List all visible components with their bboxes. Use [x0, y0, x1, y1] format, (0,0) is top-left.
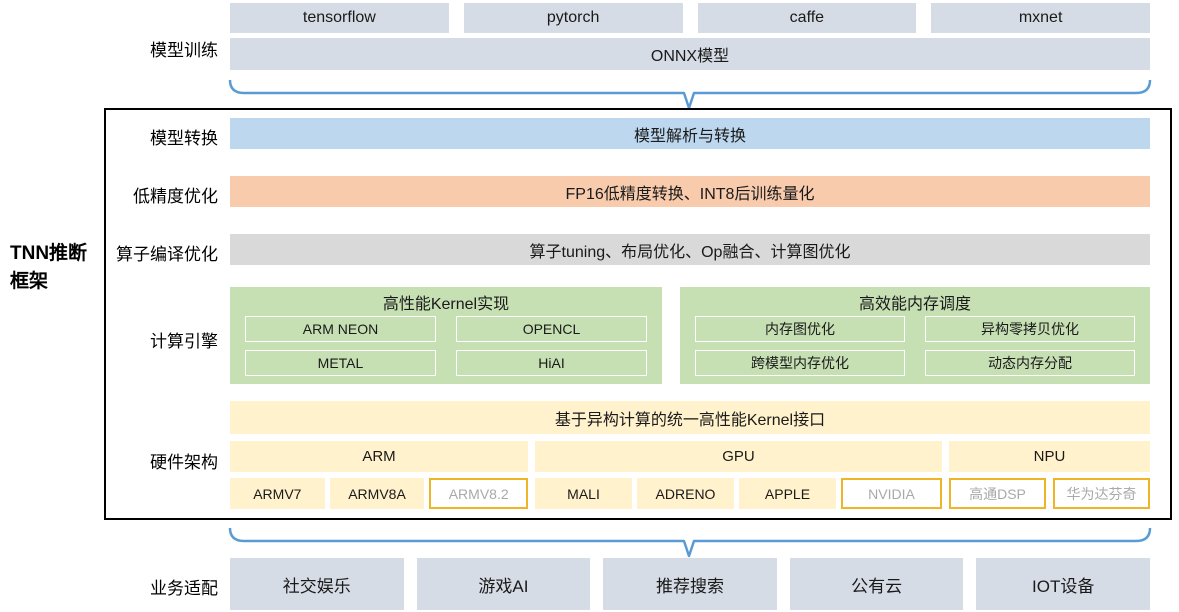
chip-adreno: ADRENO: [637, 478, 734, 509]
memory-sched-title: 高效能内存调度: [858, 296, 971, 313]
tnn-title-line2: 框架: [10, 270, 49, 292]
biz-box-game-ai: 游戏AI: [416, 558, 591, 610]
kernel-impl-title: 高性能Kernel实现: [382, 296, 510, 313]
hw-category-arm: ARM: [230, 441, 528, 472]
framework-box-caffe: caffe: [697, 3, 917, 33]
memory-item-graph-opt: 内存图优化: [695, 316, 905, 342]
model-training-label: 模型训练: [150, 41, 218, 60]
framework-box-mxnet: mxnet: [931, 3, 1150, 33]
biz-box-iot: IOT设备: [976, 558, 1150, 610]
biz-box-recommend-search: 推荐搜索: [603, 558, 777, 610]
biz-box-social: 社交娱乐: [230, 558, 404, 610]
framework-box-pytorch: pytorch: [463, 3, 683, 33]
biz-box-public-cloud: 公有云: [789, 558, 964, 610]
chip-qualcomm-dsp: 高通DSP: [949, 478, 1046, 509]
chip-nvidia: NVIDIA: [841, 478, 942, 509]
kernel-item-opencl: OPENCL: [456, 316, 647, 342]
top-brace-connector: [228, 79, 1152, 110]
framework-box-tensorflow: tensorflow: [230, 3, 449, 33]
hardware-category-row: ARM GPU NPU: [230, 441, 1150, 472]
kernel-item-metal: METAL: [245, 350, 436, 376]
chip-armv8-2: ARMV8.2: [429, 478, 529, 509]
memory-sched-group: 高效能内存调度 内存图优化 异构零拷贝优化 跨模型内存优化 动态内存分配: [680, 287, 1150, 384]
memory-item-zero-copy: 异构零拷贝优化: [925, 316, 1135, 342]
kernel-item-arm-neon: ARM NEON: [245, 316, 436, 342]
kernel-impl-group: 高性能Kernel实现 ARM NEON OPENCL METAL HiAI: [230, 287, 662, 384]
memory-item-dynamic-alloc: 动态内存分配: [925, 350, 1135, 376]
fp16-int8-bar: FP16低精度转换、INT8后训练量化: [230, 176, 1150, 207]
hw-category-gpu: GPU: [535, 441, 942, 472]
onnx-model-bar: ONNX模型: [230, 38, 1150, 70]
chip-group-gpu: MALI ADRENO APPLE NVIDIA: [535, 478, 942, 509]
tnn-framework-title: TNN推断 框架: [10, 240, 104, 295]
chip-mali: MALI: [535, 478, 632, 509]
business-adapt-label: 业务适配: [150, 579, 218, 598]
business-row: 社交娱乐 游戏AI 推荐搜索 公有云 IOT设备: [230, 558, 1150, 610]
low-precision-label: 低精度优化: [133, 187, 218, 206]
memory-item-cross-model: 跨模型内存优化: [695, 350, 905, 376]
chip-group-arm: ARMV7 ARMV8A ARMV8.2: [230, 478, 529, 509]
chip-group-npu: 高通DSP 华为达芬奇: [949, 478, 1150, 509]
kernel-impl-grid: ARM NEON OPENCL METAL HiAI: [230, 314, 662, 376]
framework-row: tensorflow pytorch caffe mxnet: [230, 3, 1150, 33]
model-conversion-label: 模型转换: [150, 129, 218, 148]
hardware-arch-label: 硬件架构: [150, 453, 218, 472]
chip-huawei-davinci: 华为达芬奇: [1053, 478, 1150, 509]
chip-row: ARMV7 ARMV8A ARMV8.2 MALI ADRENO APPLE N…: [230, 478, 1150, 509]
chip-armv8a: ARMV8A: [329, 478, 425, 509]
hw-category-npu: NPU: [949, 441, 1150, 472]
op-tuning-bar: 算子tuning、布局优化、Op融合、计算图优化: [230, 234, 1150, 265]
bottom-brace-connector: [228, 527, 1152, 558]
compute-engine-label: 计算引擎: [150, 332, 218, 351]
model-parse-convert-bar: 模型解析与转换: [230, 118, 1150, 149]
chip-apple: APPLE: [739, 478, 836, 509]
kernel-item-hiai: HiAI: [456, 350, 647, 376]
unified-kernel-api-bar: 基于异构计算的统一高性能Kernel接口: [230, 401, 1150, 434]
memory-sched-grid: 内存图优化 异构零拷贝优化 跨模型内存优化 动态内存分配: [680, 314, 1150, 376]
tnn-title-line1: TNN推断: [10, 243, 88, 264]
chip-armv7: ARMV7: [230, 478, 325, 509]
op-compile-label: 算子编译优化: [116, 245, 218, 264]
